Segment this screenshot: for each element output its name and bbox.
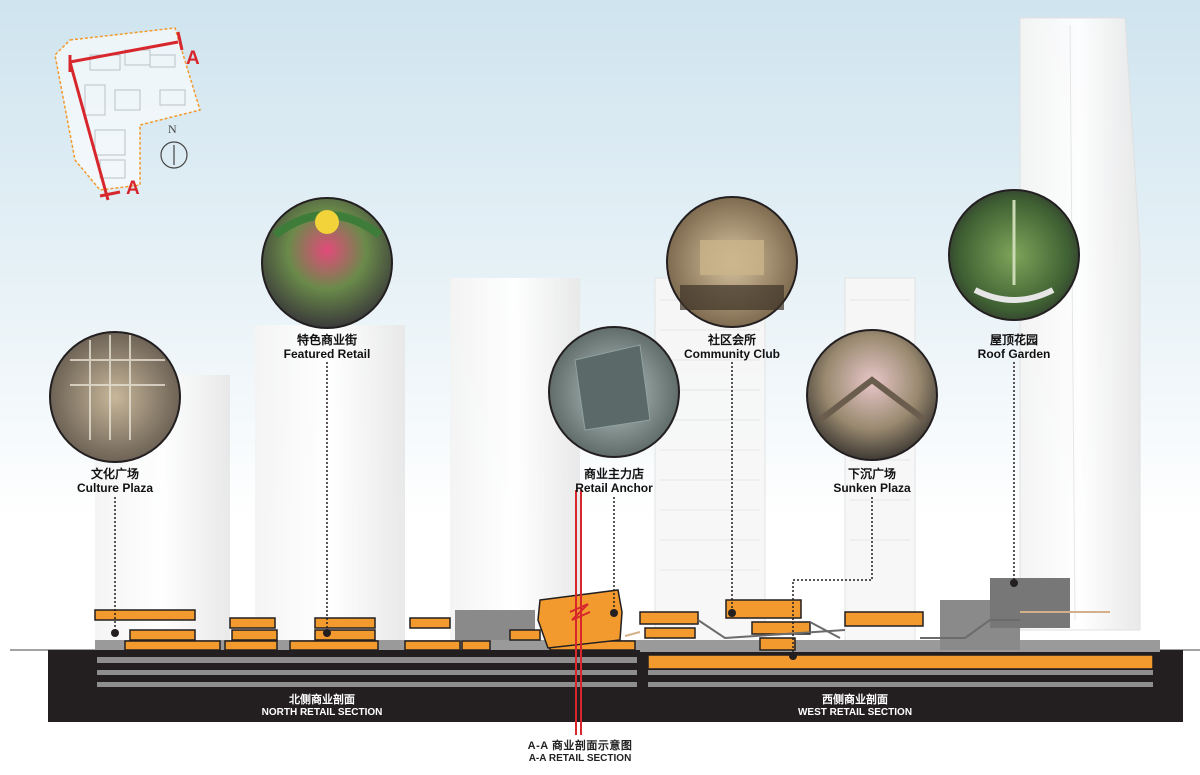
diagram-title: A-A 商业剖面示意图 A-A RETAIL SECTION bbox=[528, 740, 633, 765]
leader-lines bbox=[114, 362, 1015, 656]
west-section-label: 西侧商业剖面 WEST RETAIL SECTION bbox=[798, 694, 912, 719]
label-roof-garden: 屋顶花园 Roof Garden bbox=[978, 333, 1051, 361]
label-roof-garden-en: Roof Garden bbox=[977, 347, 1051, 361]
key-plan bbox=[54, 27, 201, 201]
diagram-title-en: A-A RETAIL SECTION bbox=[528, 753, 632, 764]
label-culture-plaza: 文化广场 Culture Plaza bbox=[77, 467, 153, 495]
north-retail-blocks bbox=[94, 609, 636, 651]
keyplan-mark-top: A bbox=[186, 48, 200, 69]
label-retail-anchor: 商业主力店 Retail Anchor bbox=[575, 467, 653, 495]
west-section-label-cn: 西侧商业剖面 bbox=[821, 694, 888, 706]
leader-dots bbox=[111, 579, 1018, 660]
label-sunken-plaza: 下沉广场 Sunken Plaza bbox=[833, 467, 910, 495]
west-section-label-en: WEST RETAIL SECTION bbox=[797, 707, 913, 718]
north-section-label-cn: 北侧商业剖面 bbox=[289, 694, 355, 706]
north-arrow-icon bbox=[160, 141, 188, 169]
background-towers bbox=[95, 17, 1141, 651]
label-sunken-plaza-en: Sunken Plaza bbox=[833, 481, 911, 495]
label-featured-retail: 特色商业街 Featured Retail bbox=[284, 333, 371, 361]
label-culture-plaza-cn: 文化广场 bbox=[90, 467, 139, 481]
ramps bbox=[624, 611, 1110, 640]
label-community-club-en: Community Club bbox=[684, 347, 780, 361]
north-label: N bbox=[168, 122, 177, 136]
label-culture-plaza-en: Culture Plaza bbox=[76, 481, 154, 495]
label-retail-anchor-en: Retail Anchor bbox=[575, 481, 653, 495]
diagram-title-cn: A-A 商业剖面示意图 bbox=[527, 740, 633, 752]
photo-culture-plaza bbox=[49, 331, 181, 463]
photo-community-club bbox=[666, 196, 798, 328]
photo-sunken-plaza bbox=[806, 329, 938, 461]
label-roof-garden-cn: 屋顶花园 bbox=[989, 333, 1039, 347]
label-featured-retail-en: Featured Retail bbox=[283, 347, 371, 361]
west-retail-blocks bbox=[639, 599, 1154, 670]
photo-roof-garden bbox=[948, 189, 1080, 321]
north-section-label: 北侧商业剖面 NORTH RETAIL SECTION bbox=[262, 694, 383, 719]
photo-retail-anchor bbox=[548, 326, 680, 458]
label-community-club-cn: 社区会所 bbox=[707, 333, 756, 347]
label-featured-retail-cn: 特色商业街 bbox=[296, 333, 358, 347]
label-community-club: 社区会所 Community Club bbox=[684, 333, 780, 361]
section-cut-line bbox=[569, 490, 591, 735]
label-retail-anchor-cn: 商业主力店 bbox=[583, 467, 645, 481]
label-sunken-plaza-cn: 下沉广场 bbox=[847, 467, 896, 481]
north-section-label-en: NORTH RETAIL SECTION bbox=[261, 707, 383, 718]
keyplan-mark-bottom: A bbox=[126, 178, 140, 199]
photo-featured-retail bbox=[261, 197, 393, 329]
